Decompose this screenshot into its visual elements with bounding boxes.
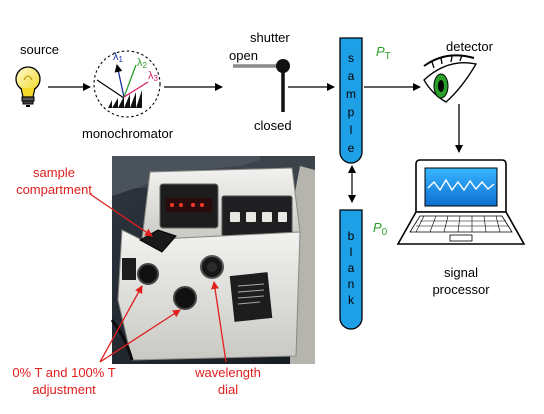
shutter-open-label: open xyxy=(229,48,258,63)
sample-cuvette xyxy=(339,37,363,164)
spectrophotometer-photo xyxy=(110,156,315,364)
laptop-icon xyxy=(396,159,526,245)
source-label: source xyxy=(20,42,59,57)
signal-processor-label-line2: processor xyxy=(432,282,490,297)
light-bulb-icon xyxy=(15,66,41,107)
diffraction-grating-icon xyxy=(93,50,161,118)
hundred-t-knob-pointer xyxy=(99,309,181,363)
shutter-closed-label: closed xyxy=(254,118,292,133)
lambda2-ray xyxy=(123,64,137,98)
lambda3-label: λ3 xyxy=(148,70,159,83)
detector-label: detector xyxy=(446,39,494,54)
eye-icon xyxy=(423,54,478,103)
zero-t-knob-pointer xyxy=(99,285,143,363)
sample-compartment-label-line2: compartment xyxy=(16,182,92,197)
lambda3-ray xyxy=(123,81,149,98)
adjustment-label-line1: 0% T and 100% T xyxy=(12,365,115,380)
sample-compartment-label-line1: sample xyxy=(33,165,75,180)
shutter-label: shutter xyxy=(250,30,290,45)
wavelength-dial-pointer xyxy=(211,281,227,363)
signal-processor-label-line1: signal xyxy=(444,265,478,280)
lambda1-label: λ1 xyxy=(113,51,124,64)
sample-compartment-pointer xyxy=(89,193,153,237)
wavelength-dial-label-line1: wavelength xyxy=(194,365,261,380)
adjustment-label-line2: adjustment xyxy=(32,382,96,397)
lambda2-label: λ2 xyxy=(137,57,148,70)
wavelength-dial-label-line2: dial xyxy=(218,382,238,397)
lambda1-ray xyxy=(114,64,125,98)
power-incident-label: P0 xyxy=(373,220,388,238)
power-transmitted-label: PT xyxy=(376,44,391,62)
monochromator-label: monochromator xyxy=(82,126,174,141)
shutter-icon xyxy=(233,59,290,112)
blank-cuvette xyxy=(339,209,363,330)
